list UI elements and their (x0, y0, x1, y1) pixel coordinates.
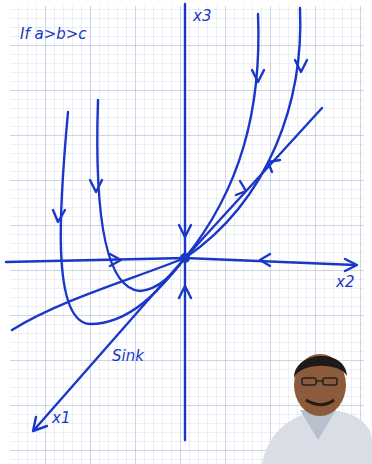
trajectories (6, 4, 357, 440)
graph-paper (10, 6, 364, 464)
equilibrium-point (180, 253, 190, 263)
condition-note: If a>b>c (20, 26, 87, 43)
axis-label: x3 (193, 8, 211, 25)
axis-label: x2 (336, 274, 354, 291)
type-note: Sink (112, 348, 144, 365)
presenter (262, 354, 372, 464)
axis-label: x1 (52, 410, 70, 427)
